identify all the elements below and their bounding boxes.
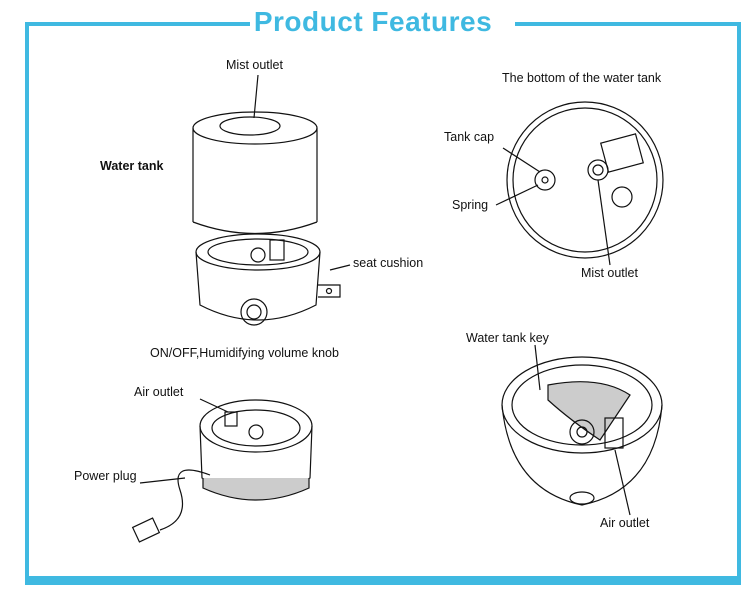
label-water-tank-key: Water tank key bbox=[466, 331, 549, 345]
frame-bottom bbox=[25, 576, 741, 585]
humidifier-assembled-drawing bbox=[192, 74, 351, 326]
tank-bottom-drawing bbox=[495, 101, 664, 266]
page-title: Product Features bbox=[0, 6, 746, 38]
label-mist-outlet-top: Mist outlet bbox=[226, 58, 283, 72]
frame-left bbox=[25, 22, 29, 582]
base-with-plug-drawing bbox=[131, 398, 313, 543]
base-open-drawing bbox=[501, 344, 663, 516]
label-mist-outlet-bottom: Mist outlet bbox=[581, 266, 638, 280]
frame-top-right bbox=[515, 22, 741, 26]
label-air-outlet-left: Air outlet bbox=[134, 385, 184, 399]
label-water-tank: Water tank bbox=[100, 159, 164, 173]
label-knob: ON/OFF,Humidifying volume knob bbox=[150, 346, 339, 360]
label-tank-cap: Tank cap bbox=[444, 130, 495, 144]
frame-top-left bbox=[25, 22, 255, 26]
label-air-outlet-right: Air outlet bbox=[600, 516, 650, 530]
title-text: Product Features bbox=[249, 6, 497, 37]
frame-right bbox=[737, 22, 741, 582]
label-power-plug: Power plug bbox=[74, 469, 137, 483]
label-bottom-of-tank: The bottom of the water tank bbox=[502, 71, 662, 85]
label-seat-cushion: seat cushion bbox=[353, 256, 424, 270]
label-spring: Spring bbox=[452, 198, 489, 212]
